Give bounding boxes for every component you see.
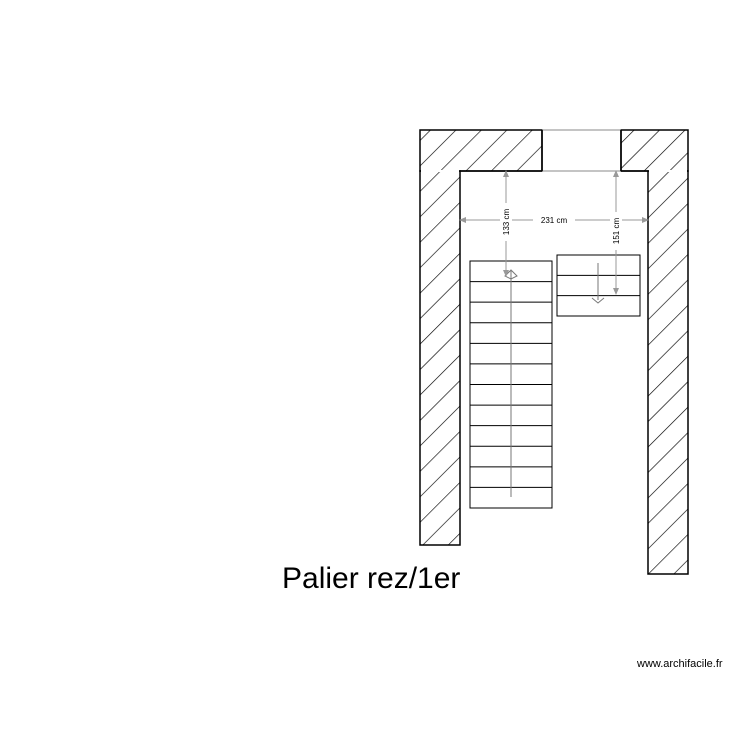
stair-left-arrow-icon [504, 269, 518, 280]
plan-title: Palier rez/1er [282, 562, 461, 595]
walls [419, 129, 689, 575]
dimension-left-depth: 133 cm [500, 170, 512, 277]
dimension-right-depth: 151 cm [610, 170, 622, 295]
wall-right [647, 170, 689, 575]
dimension-right-depth-label: 151 cm [612, 218, 621, 245]
wall-left [419, 170, 461, 546]
dimension-width-label: 231 cm [541, 216, 568, 225]
stair-right-arrow-icon [591, 297, 605, 304]
top-opening [541, 129, 622, 172]
dimension-left-depth-label: 133 cm [502, 209, 511, 236]
watermark-text: www.archifacile.fr [637, 658, 723, 670]
wall-top-left [419, 129, 543, 172]
wall-top-right [620, 129, 689, 172]
